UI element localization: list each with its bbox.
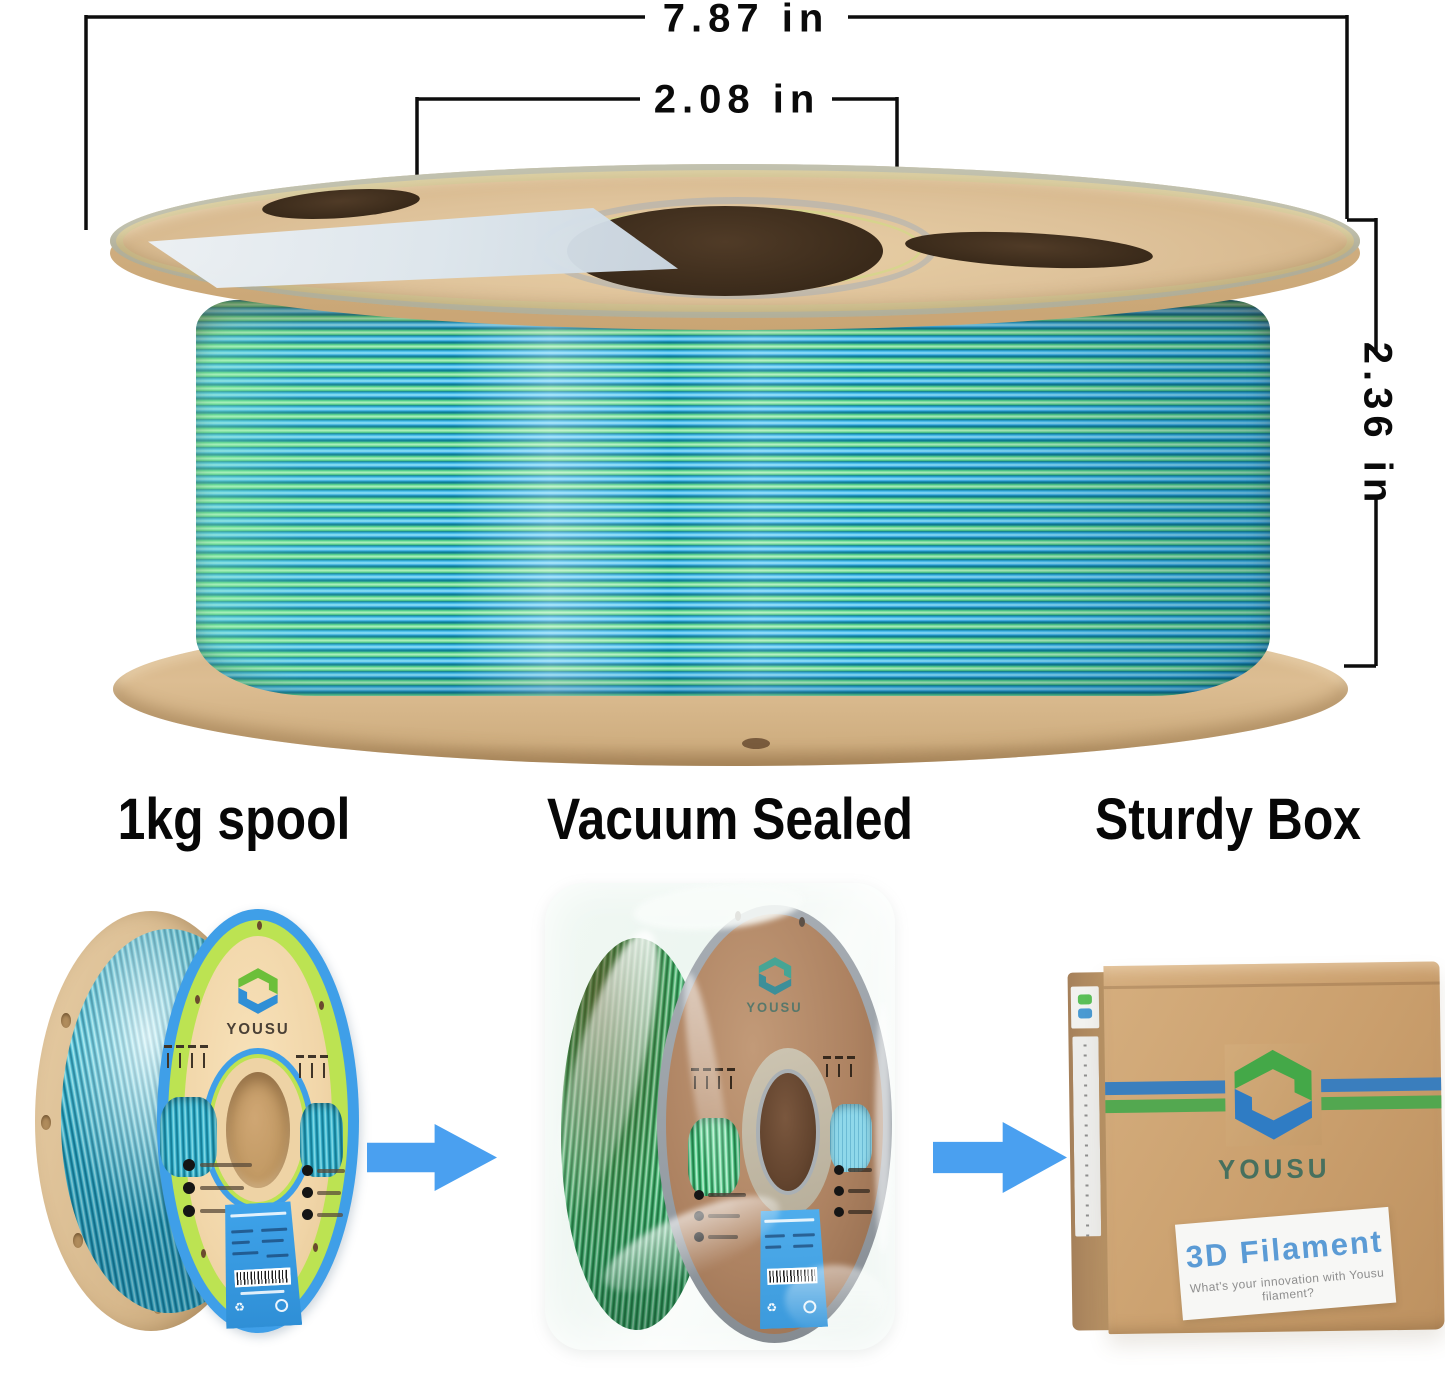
- tick-mark: [296, 1055, 304, 1078]
- spool-face: YOUSU: [157, 909, 359, 1333]
- filament-coil: [196, 300, 1270, 696]
- tiktok-icon: [183, 1205, 195, 1217]
- hub-center-hole: [756, 1069, 820, 1195]
- fine-print-bar: [765, 1245, 781, 1249]
- spool-hub: [202, 1048, 314, 1212]
- flange-hole-dot: [257, 921, 262, 930]
- dimension-hub-label: 2.08 in: [653, 77, 821, 122]
- yousu-logo-icon: [758, 957, 791, 995]
- yousu-wordmark: YOUSU: [746, 999, 803, 1016]
- instagram-icon: [834, 1186, 844, 1196]
- flange-hole-dot: [313, 1243, 318, 1252]
- box-lid-seam: [1103, 981, 1440, 990]
- fine-print-bar: [232, 1251, 258, 1255]
- website-icon: [183, 1159, 195, 1171]
- fine-print-bar: [793, 1244, 813, 1248]
- fine-print-bar: [231, 1229, 253, 1233]
- tick-mark: [176, 1045, 184, 1068]
- twitter-icon: [834, 1165, 844, 1175]
- tick-mark: [188, 1045, 196, 1068]
- barcode: [234, 1267, 291, 1287]
- fine-print-bar: [765, 1234, 785, 1238]
- spool-info-label: ♻: [220, 1201, 302, 1329]
- arrow-right-icon: [367, 1124, 497, 1191]
- facebook-icon: [183, 1182, 195, 1194]
- dimension-width-label: 7.87 in: [662, 0, 830, 41]
- website-icon: [694, 1190, 704, 1200]
- fine-print-bar: [240, 1290, 284, 1295]
- tick-mark: [847, 1056, 855, 1077]
- fine-print-bar: [230, 1212, 286, 1218]
- gauge-tick-marks: [823, 1056, 855, 1077]
- fine-print-bar: [261, 1228, 287, 1232]
- fine-print-bar: [232, 1241, 250, 1245]
- yousu-logo-icon: [1078, 1008, 1093, 1019]
- fine-print-bar: [200, 1163, 252, 1167]
- dimension-height-label: 2.36 in: [1355, 341, 1400, 509]
- bag-wrinkle-highlight: [785, 1265, 885, 1335]
- fine-print-bar: [848, 1189, 870, 1193]
- vacuum-sealed-spool: YOUSU: [532, 877, 945, 1353]
- filament-box: YOUSU 3D Filament What's your innovation…: [1067, 955, 1445, 1342]
- box-side-barcode-strip: [1072, 1036, 1102, 1237]
- spool-front-view: YOUSU: [35, 903, 365, 1339]
- fine-print-bar: [317, 1213, 343, 1217]
- certification-icon: [275, 1299, 289, 1313]
- flange-hole-dot: [201, 1249, 206, 1258]
- flange-hole-dot: [319, 1001, 324, 1010]
- gauge-tick-marks: [296, 1055, 328, 1078]
- fine-print-bar: [317, 1169, 345, 1173]
- yousu-wordmark: YOUSU: [226, 1020, 290, 1039]
- yousu-wordmark: YOUSU: [1217, 1152, 1331, 1186]
- box-logo-backing: [1224, 1043, 1322, 1147]
- yousu-logo-icon: [1077, 994, 1092, 1005]
- recycle-icon: ♻: [233, 1299, 246, 1315]
- tick-mark: [164, 1045, 172, 1068]
- box-front-face: YOUSU 3D Filament What's your innovation…: [1103, 961, 1445, 1335]
- fine-print-bar: [200, 1186, 244, 1190]
- yousu-logo-icon: [238, 968, 278, 1014]
- tick-mark: [727, 1068, 735, 1089]
- tick-mark: [835, 1056, 843, 1077]
- bag-wrinkle-highlight: [875, 1003, 891, 1253]
- instagram-icon: [302, 1187, 313, 1198]
- flange-hole-dot: [73, 1233, 83, 1248]
- phone-icon: [302, 1209, 313, 1220]
- fine-print-bar: [200, 1209, 240, 1213]
- spool-face-content: YOUSU: [157, 909, 359, 1333]
- tick-mark: [320, 1055, 328, 1078]
- flange-hole-dot: [799, 917, 805, 927]
- tick-mark: [308, 1055, 316, 1078]
- box-side-label: [1070, 986, 1100, 1029]
- filament-window: [830, 1104, 872, 1172]
- filament-sheen: [196, 300, 1270, 696]
- fine-print-bar: [317, 1191, 341, 1195]
- caption-vacuum-sealed: Vacuum Sealed: [547, 787, 913, 852]
- twitter-icon: [302, 1165, 313, 1176]
- recycle-icon: ♻: [766, 1300, 778, 1315]
- fine-print-bar: [793, 1233, 815, 1237]
- tick-mark: [200, 1045, 208, 1068]
- spool-hub: [742, 1048, 834, 1216]
- gauge-tick-marks: [164, 1045, 208, 1068]
- fine-print-bar: [262, 1239, 284, 1243]
- flange-hole-dot: [41, 1115, 51, 1130]
- caption-1kg-spool: 1kg spool: [117, 787, 351, 852]
- flange-hole-dot: [195, 995, 200, 1004]
- hub-center-hole: [226, 1072, 290, 1188]
- fine-print-bar: [848, 1168, 872, 1172]
- fine-print-bar: [848, 1210, 872, 1214]
- arrow-right-icon: [933, 1122, 1067, 1193]
- flange-hole-dot: [742, 738, 770, 749]
- box-product-label: 3D Filament What's your innovation with …: [1174, 1206, 1397, 1321]
- yousu-logo-icon: [1234, 1049, 1313, 1140]
- caption-sturdy-box: Sturdy Box: [1094, 787, 1362, 852]
- flange-hole-dot: [61, 1013, 71, 1028]
- filament-window: [300, 1103, 343, 1177]
- tick-mark: [823, 1056, 831, 1077]
- fine-print-bar: [266, 1254, 288, 1258]
- phone-icon: [834, 1207, 844, 1217]
